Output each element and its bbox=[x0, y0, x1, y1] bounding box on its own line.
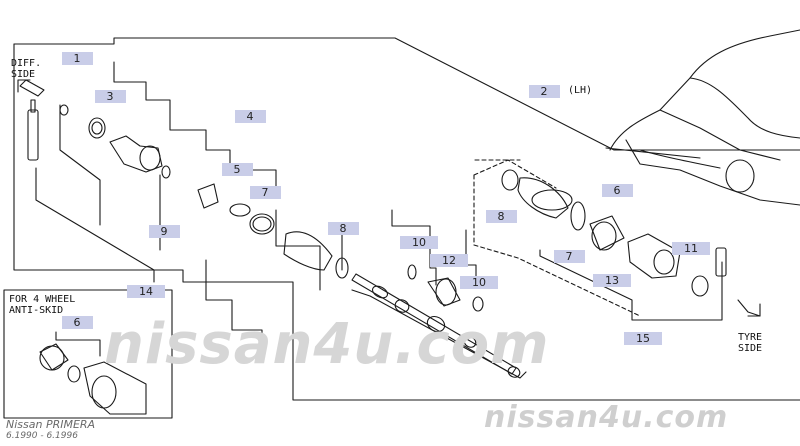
center-shaft bbox=[351, 273, 527, 379]
callout-7-left[interactable]: 7 bbox=[240, 186, 290, 199]
inset-caption: FOR 4 WHEEL ANTI-SKID bbox=[9, 294, 76, 316]
lh-note: (LH) bbox=[568, 85, 593, 96]
callout-4[interactable]: 4 bbox=[222, 110, 278, 123]
middle-small-parts bbox=[407, 264, 484, 312]
watermark-large: nissan4u.com bbox=[104, 312, 550, 377]
callout-10-lower[interactable]: 10 bbox=[456, 276, 502, 289]
tyre-side-label: TYRE SIDE bbox=[738, 332, 763, 354]
diff-side-label: DIFF. SIDE bbox=[11, 58, 42, 80]
lh-dashed-group bbox=[473, 159, 641, 317]
diff-side-arrow bbox=[17, 79, 45, 97]
callout-3[interactable]: 3 bbox=[82, 90, 138, 103]
callout-6-inset[interactable]: 6 bbox=[52, 316, 102, 329]
callout-11[interactable]: 11 bbox=[668, 242, 714, 255]
production-period: 6.1990 - 6.1996 bbox=[6, 431, 78, 441]
callout-8-left[interactable]: 8 bbox=[320, 222, 366, 235]
callout-6-right[interactable]: 6 bbox=[594, 184, 640, 197]
car-silhouette bbox=[605, 29, 800, 206]
watermark-footer: nissan4u.com bbox=[484, 400, 729, 435]
bracket-lines bbox=[35, 61, 723, 341]
callout-14[interactable]: 14 bbox=[118, 285, 174, 298]
tyre-side-arrow bbox=[737, 299, 761, 317]
callout-1[interactable]: 1 bbox=[52, 52, 102, 65]
callout-2[interactable]: 2 bbox=[522, 85, 566, 98]
callout-8-right[interactable]: 8 bbox=[478, 210, 524, 223]
inset-frame bbox=[3, 289, 173, 419]
outline-frame-left bbox=[13, 43, 800, 401]
right-parts bbox=[501, 169, 727, 297]
callout-10-upper[interactable]: 10 bbox=[396, 236, 442, 249]
callout-5[interactable]: 5 bbox=[212, 163, 262, 176]
outline-frame bbox=[13, 37, 800, 151]
callout-15[interactable]: 15 bbox=[616, 332, 670, 345]
callout-12[interactable]: 12 bbox=[422, 254, 476, 267]
inset-parts bbox=[39, 331, 147, 415]
callout-13[interactable]: 13 bbox=[588, 274, 636, 287]
model-name: Nissan PRIMERA bbox=[6, 418, 96, 431]
callout-7-right[interactable]: 7 bbox=[546, 250, 592, 263]
left-parts bbox=[27, 99, 349, 279]
callout-9[interactable]: 9 bbox=[136, 225, 192, 238]
